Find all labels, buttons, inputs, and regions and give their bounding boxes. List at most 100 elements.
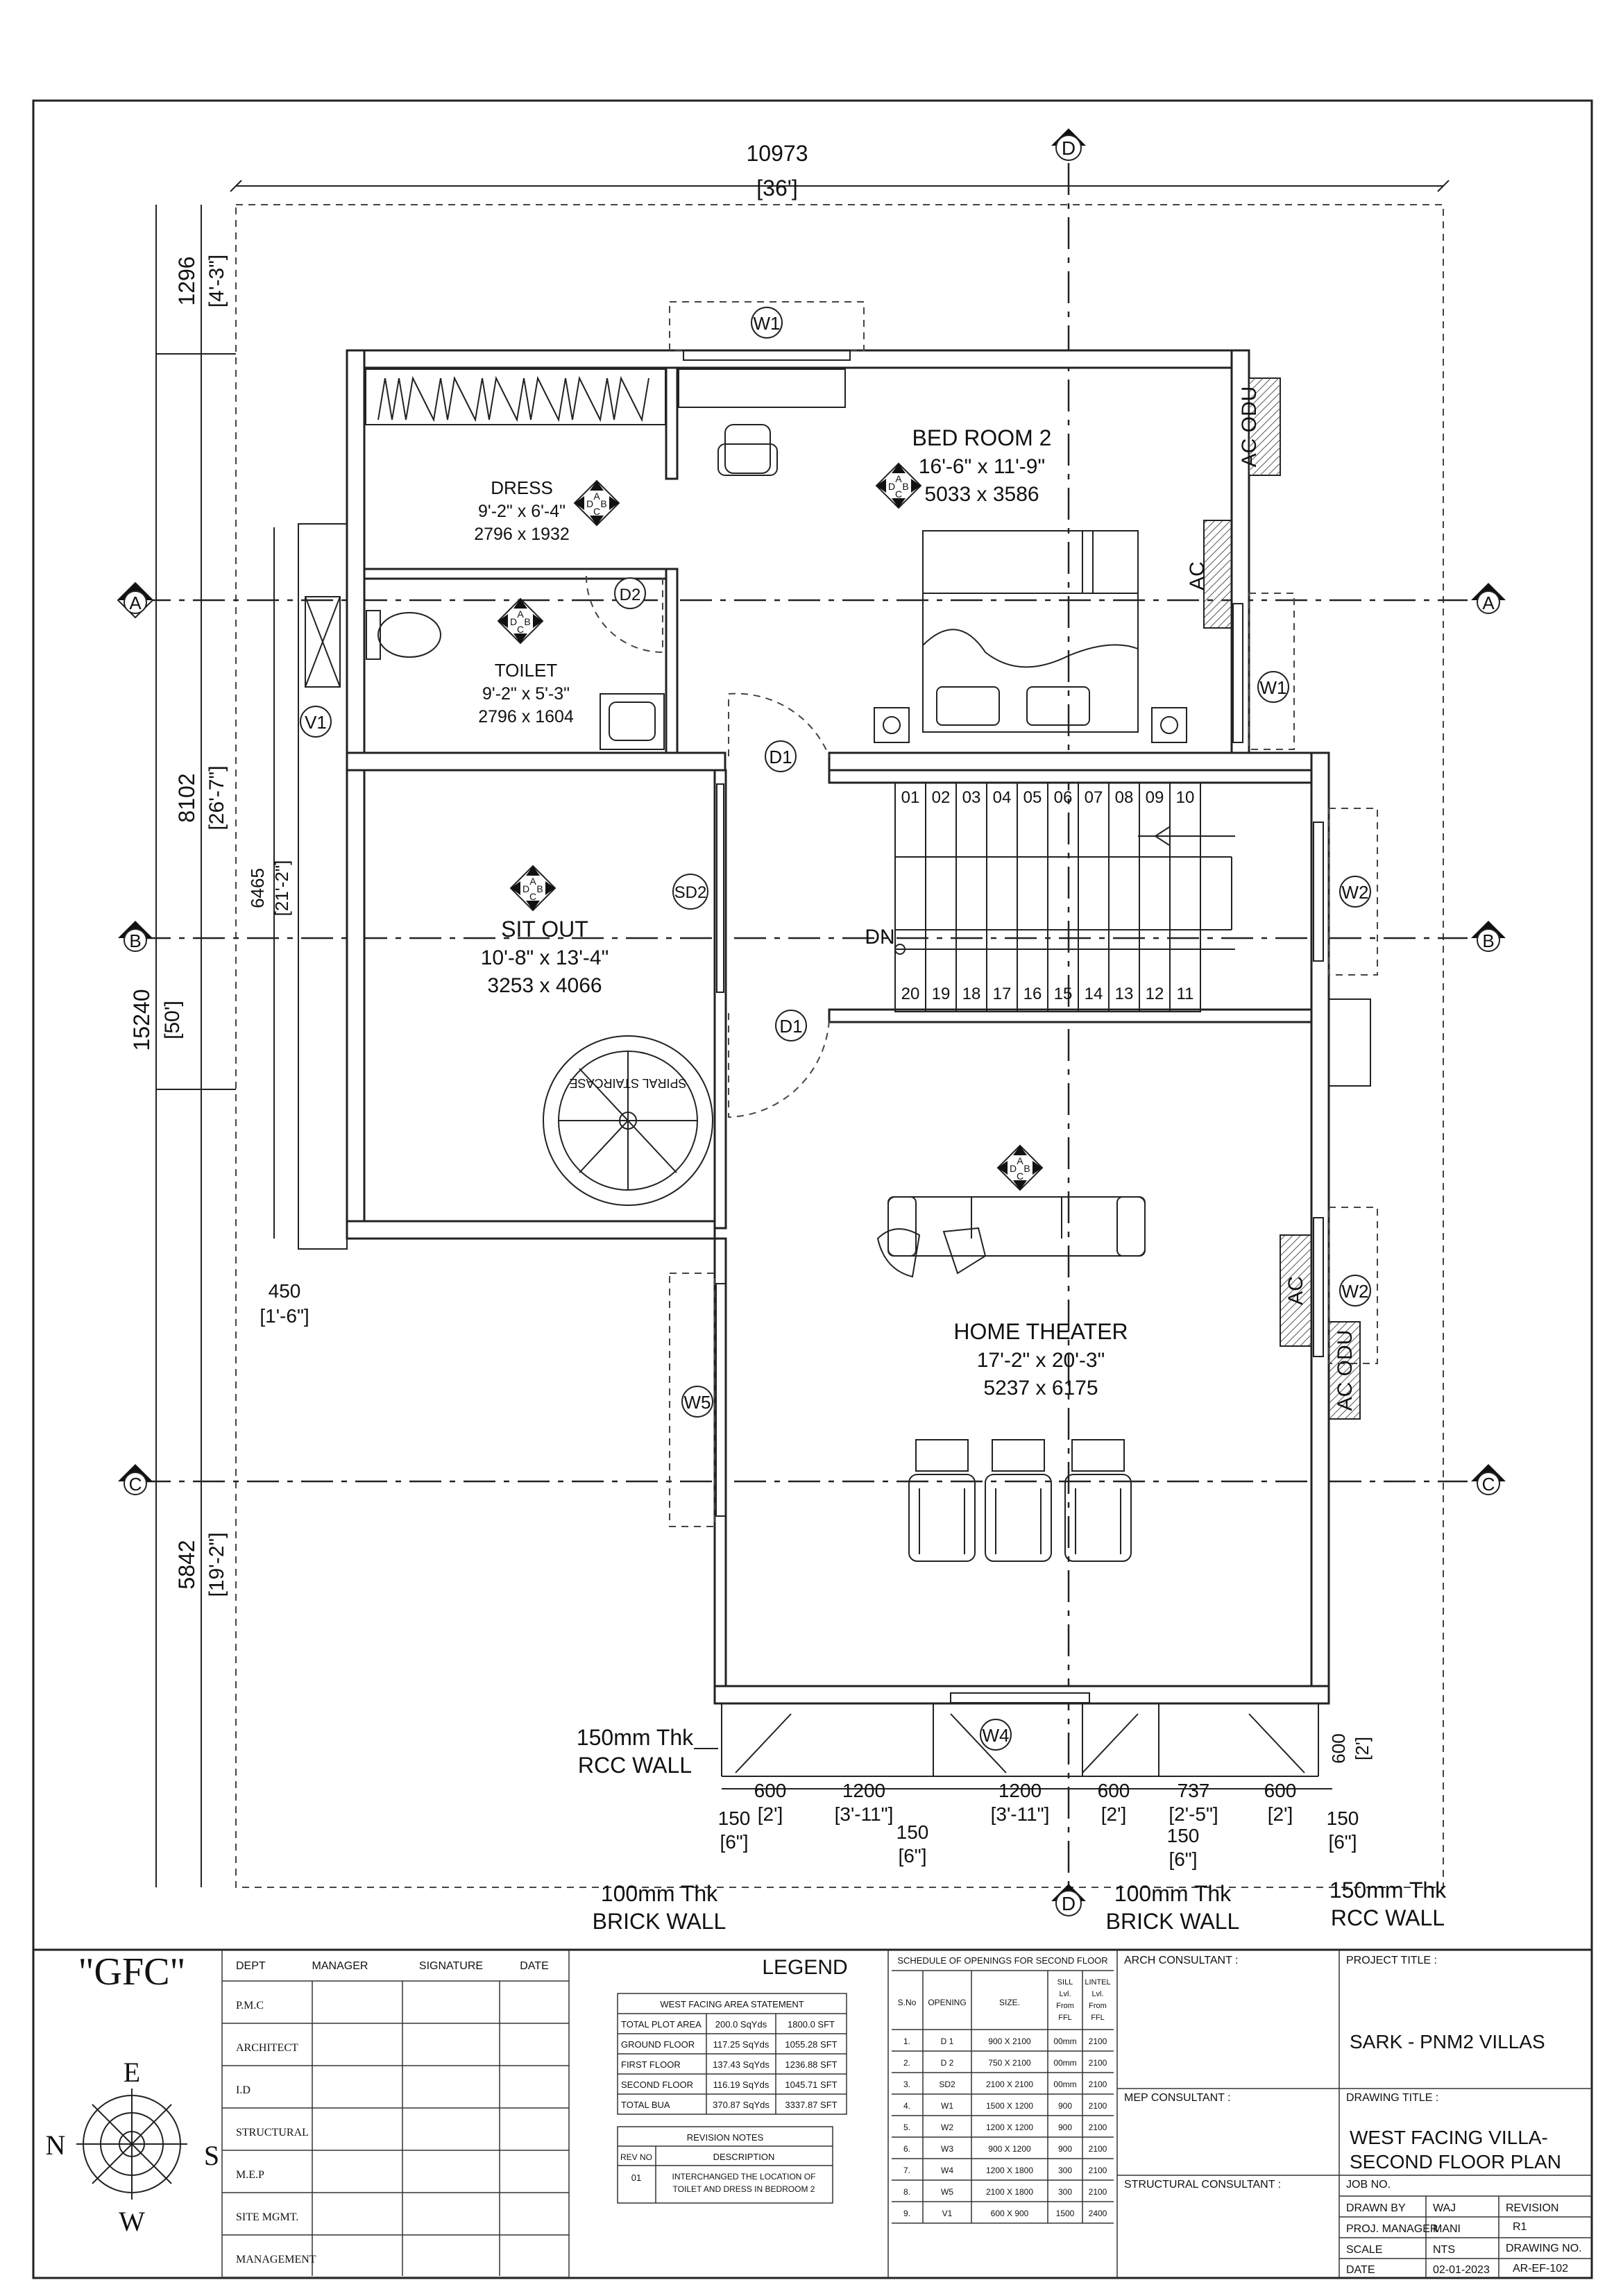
revision-label: REVISION xyxy=(1506,2202,1558,2214)
schedule-title: SCHEDULE OF OPENINGS FOR SECOND FLOOR xyxy=(897,1955,1107,1966)
svg-text:RCC WALL: RCC WALL xyxy=(578,1753,692,1778)
orient-b: B xyxy=(902,481,908,492)
window-w5: W5 xyxy=(669,1273,726,1527)
sched-cell: 300 xyxy=(1058,2187,1072,2197)
svg-text:100mm Thk: 100mm Thk xyxy=(601,1881,718,1906)
door-d1-upper: D1 xyxy=(728,692,830,772)
sched-cell: 8. xyxy=(903,2187,910,2197)
walls xyxy=(298,349,1330,1777)
sched-cell: 1200 X 1200 xyxy=(986,2123,1033,2132)
washbasin xyxy=(600,693,665,750)
orient-d: D xyxy=(888,481,895,492)
structural-consultant: STRUCTURAL CONSULTANT : xyxy=(1124,2179,1281,2191)
scale-label: SCALE xyxy=(1346,2244,1382,2256)
svg-text:V1: V1 xyxy=(305,712,327,733)
area-row-sqyds: 137.43 SqYds xyxy=(713,2059,770,2070)
area-row-sft: 1045.71 SFT xyxy=(785,2080,837,2090)
plot-boundary xyxy=(235,204,1444,1888)
axis-marker-d-top: D xyxy=(1051,128,1086,161)
sched-cell: SD2 xyxy=(939,2080,955,2089)
wc-fixture xyxy=(366,610,441,660)
dept-name: I.D xyxy=(236,2084,250,2096)
svg-text:DEPT: DEPT xyxy=(236,1960,266,1972)
svg-text:D1: D1 xyxy=(779,1016,802,1037)
sched-cell: 1200 X 1800 xyxy=(986,2166,1033,2175)
sched-cell: 1500 X 1200 xyxy=(986,2101,1033,2111)
sched-cell: 2400 xyxy=(1089,2209,1107,2218)
axis-marker-b-right: B xyxy=(1471,921,1506,952)
sched-cell: 2100 xyxy=(1089,2036,1107,2046)
window-w1-right: W1 xyxy=(1232,593,1295,750)
ac-odu-theater: AC ODU xyxy=(1328,1321,1361,1420)
svg-text:BED ROOM 2: BED ROOM 2 xyxy=(912,425,1052,450)
room-label-toilet: TOILET 9'-2" x 5'-3" 2796 x 1604 xyxy=(478,660,574,726)
svg-text:S: S xyxy=(204,2140,219,2171)
svg-text:17'-2" x 20'-3": 17'-2" x 20'-3" xyxy=(977,1349,1105,1372)
orient-c: C xyxy=(593,506,600,517)
area-row-sqyds: 370.87 SqYds xyxy=(713,2100,770,2110)
dept-name: MANAGEMENT xyxy=(236,2254,316,2265)
area-row-label: FIRST FLOOR xyxy=(621,2059,681,2070)
ac-odu-bedroom: AC ODU xyxy=(1238,377,1281,476)
room-label-dress: DRESS 9'-2" x 6'-4" 2796 x 1932 xyxy=(474,477,570,544)
dim-bottom-ft: [3'-11"] xyxy=(835,1803,894,1825)
bottom-dimension-row: 150[6"]600[2']1200[3'-11"]150[6"]1200[3'… xyxy=(718,1780,1359,1870)
date-value: 02-01-2023 xyxy=(1433,2264,1490,2276)
stair-tread-number: 20 xyxy=(901,985,920,1003)
svg-text:W4: W4 xyxy=(983,1725,1010,1746)
stair-tread-number: 12 xyxy=(1146,985,1164,1003)
dim-left-3-mm: 6465 xyxy=(247,868,268,908)
dim-left-4-mm: 15240 xyxy=(129,989,154,1051)
sched-cell: 4. xyxy=(903,2101,910,2111)
note-rcc-wall-left: 150mm Thk RCC WALL xyxy=(577,1725,718,1778)
dim-right-mm: 600 xyxy=(1328,1733,1349,1763)
dim-bottom-mm: 1200 xyxy=(842,1780,885,1801)
note-brick-wall-left: 100mm Thk BRICK WALL xyxy=(593,1881,726,1934)
svg-text:BRICK WALL: BRICK WALL xyxy=(1106,1909,1240,1934)
svg-text:W2: W2 xyxy=(1342,1281,1369,1302)
drawing-no-label: DRAWING NO. xyxy=(1506,2243,1582,2254)
orient-c: C xyxy=(895,488,902,500)
svg-text:5033 x 3586: 5033 x 3586 xyxy=(924,483,1039,506)
stair-tread-number: 11 xyxy=(1177,985,1194,1003)
dim-bottom-ft: [6"] xyxy=(1169,1848,1197,1870)
area-row-sqyds: 116.19 SqYds xyxy=(713,2080,770,2090)
area-row-sft: 1236.88 SFT xyxy=(785,2059,837,2070)
sched-cell: 00mm xyxy=(1053,2080,1076,2089)
svg-text:W: W xyxy=(119,2206,145,2237)
sched-cell: 900 xyxy=(1058,2144,1072,2154)
dim-left-4-ft: [50'] xyxy=(161,1001,184,1039)
proj-manager-label: PROJ. MANAGER xyxy=(1346,2223,1438,2235)
orient-a: A xyxy=(895,473,902,484)
stair-tread-number: 18 xyxy=(962,985,981,1003)
dim-left-5-mm: 5842 xyxy=(174,1540,199,1589)
sched-cell: W1 xyxy=(941,2101,953,2111)
stair-tread-number: 04 xyxy=(993,788,1012,807)
dim-bottom-ft: [6"] xyxy=(720,1831,748,1853)
sched-cell: 2100 xyxy=(1089,2166,1107,2175)
arch-consultant: ARCH CONSULTANT : xyxy=(1124,1955,1238,1966)
sched-cell: 7. xyxy=(903,2166,910,2175)
sched-cell: 2100 xyxy=(1089,2080,1107,2089)
stair-tread-number: 05 xyxy=(1023,788,1042,807)
svg-text:150mm Thk: 150mm Thk xyxy=(1329,1878,1447,1903)
dim-top-ft: [36'] xyxy=(756,176,797,201)
stair-tread-number: 06 xyxy=(1054,788,1073,807)
sched-cell: D 2 xyxy=(941,2058,954,2068)
dim-bottom-mm: 600 xyxy=(1098,1780,1130,1801)
drawing-title-line-2: SECOND FLOOR PLAN xyxy=(1350,2151,1561,2172)
area-row-label: SECOND FLOOR xyxy=(621,2080,693,2090)
scale-value: NTS xyxy=(1433,2244,1455,2256)
svg-text:E: E xyxy=(124,2057,140,2088)
drawing-no-value: AR-EF-102 xyxy=(1513,2263,1568,2274)
ventilator-v1: V1 xyxy=(300,596,341,738)
sched-cell: 2100 X 1800 xyxy=(986,2187,1033,2197)
dim-bottom-mm: 150 xyxy=(1327,1808,1359,1829)
axis-marker-d-bottom: D xyxy=(1051,1884,1086,1916)
